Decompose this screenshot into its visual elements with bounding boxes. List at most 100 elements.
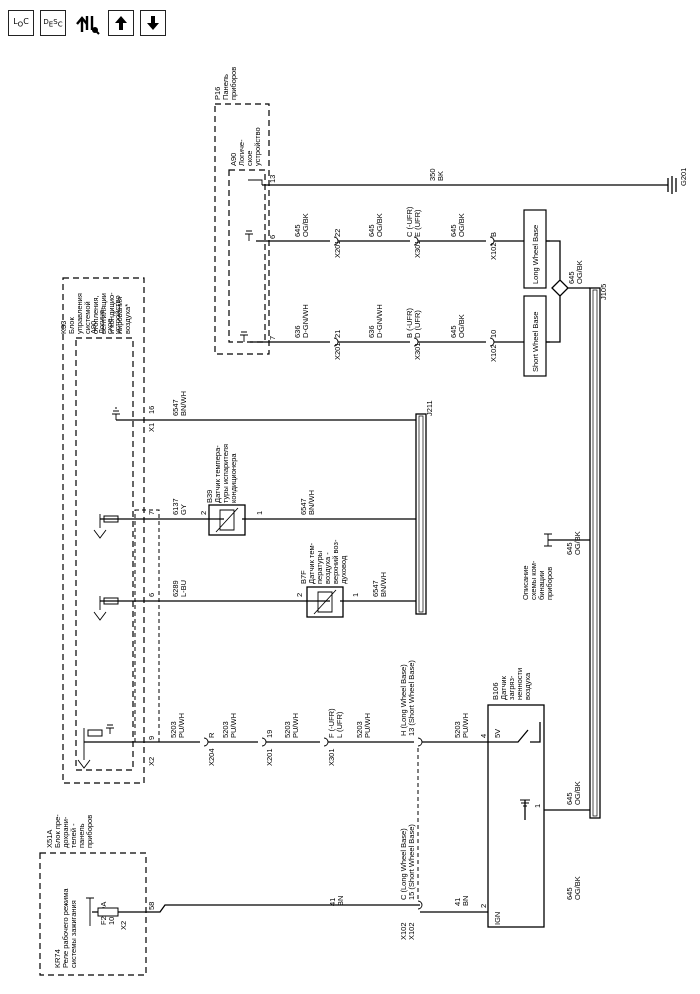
- svg-text:41: 41: [328, 898, 337, 906]
- wiring-connector-icon: [76, 16, 100, 35]
- svg-text:7: 7: [268, 336, 277, 340]
- svg-text:P16: P16: [213, 87, 222, 100]
- desc-button[interactable]: DESC: [40, 10, 66, 36]
- svg-text:PU/WH: PU/WH: [461, 713, 470, 738]
- svg-text:воздуха*: воздуха*: [123, 304, 132, 334]
- svg-text:X102: X102: [489, 344, 498, 362]
- svg-text:16: 16: [147, 406, 156, 414]
- svg-text:и кондицио-: и кондицио-: [107, 292, 116, 334]
- svg-text:дохрани-: дохрани-: [61, 816, 70, 848]
- svg-text:Панель: Панель: [221, 74, 230, 100]
- combo-label: Описание схемы ком- бинации приборов: [521, 560, 554, 600]
- svg-text:1: 1: [255, 511, 264, 515]
- svg-text:X102: X102: [399, 922, 408, 940]
- b39-sensor-box: [208, 504, 246, 536]
- svg-text:H (Long Wheel Base): H (Long Wheel Base): [399, 664, 408, 736]
- arrow-up-button[interactable]: [108, 10, 134, 36]
- loc-button[interactable]: LOC: [8, 10, 34, 36]
- svg-text:6137: 6137: [171, 498, 180, 515]
- svg-text:6289: 6289: [171, 580, 180, 597]
- svg-text:5203: 5203: [453, 721, 462, 738]
- svg-text:X301: X301: [327, 748, 336, 766]
- arrow-up-icon: [115, 16, 127, 30]
- svg-text:2: 2: [295, 593, 304, 597]
- svg-text:58: 58: [147, 902, 156, 910]
- svg-text:2: 2: [199, 511, 208, 515]
- svg-text:B7F: B7F: [299, 570, 308, 584]
- svg-text:22: 22: [333, 229, 342, 237]
- option-long-wheel-base: Long Wheel Base: [523, 209, 547, 289]
- wire-41-bn: [122, 904, 488, 913]
- svg-text:B106: B106: [491, 682, 500, 700]
- svg-text:L-BU: L-BU: [179, 580, 188, 597]
- loc-label: LOC: [13, 17, 29, 29]
- connector-symbols: [203, 236, 495, 910]
- svg-text:BN/WH: BN/WH: [179, 391, 188, 416]
- splice-j211: [415, 413, 427, 615]
- svg-text:BN: BN: [461, 896, 470, 906]
- svg-text:F (-UFR): F (-UFR): [327, 708, 336, 738]
- svg-text:X204: X204: [207, 748, 216, 766]
- x51a-fuse-block-box: [39, 852, 147, 976]
- svg-text:пературы: пературы: [315, 551, 324, 584]
- svg-text:645: 645: [449, 325, 458, 338]
- k33-pullup-6137: [93, 514, 119, 539]
- a90-k33-logic-box: [75, 337, 134, 771]
- svg-text:Логиче-: Логиче-: [97, 307, 106, 334]
- svg-text:схемы ком-: схемы ком-: [529, 560, 538, 600]
- x51a-label: X51A Блок пре- дохрани- телей - панель п…: [45, 814, 94, 848]
- wheel-base-diamond: [546, 240, 590, 343]
- svg-text:Блок пре-: Блок пре-: [53, 814, 62, 848]
- b7f-thermistor: [313, 589, 337, 615]
- svg-text:OG/BK: OG/BK: [575, 260, 584, 284]
- svg-text:6: 6: [147, 593, 156, 597]
- svg-text:J105: J105: [599, 284, 608, 300]
- svg-text:9: 9: [147, 736, 156, 740]
- svg-text:бинации: бинации: [537, 571, 546, 600]
- svg-text:X102: X102: [407, 922, 416, 940]
- svg-text:нирования: нирования: [115, 297, 124, 334]
- svg-text:BN/WH: BN/WH: [379, 572, 388, 597]
- svg-text:OG/BK: OG/BK: [573, 781, 582, 805]
- connector-button[interactable]: [72, 10, 102, 36]
- k33-inner-dashed: [134, 509, 160, 743]
- svg-text:телей -: телей -: [69, 823, 78, 848]
- svg-text:C (Long Wheel Base): C (Long Wheel Base): [399, 828, 408, 900]
- svg-text:кондиционера: кондиционера: [229, 453, 238, 503]
- svg-text:верхний воз-: верхний воз-: [331, 539, 340, 584]
- splice-j105: [589, 287, 601, 819]
- svg-text:L (UFR): L (UFR): [335, 711, 344, 738]
- svg-text:2: 2: [479, 904, 488, 908]
- svg-text:приборов: приборов: [229, 67, 238, 100]
- svg-text:Блок: Блок: [67, 317, 76, 334]
- svg-text:X51A: X51A: [45, 830, 54, 848]
- svg-text:Датчик тем-: Датчик тем-: [307, 542, 316, 584]
- svg-text:управления: управления: [75, 293, 84, 334]
- svg-text:5203: 5203: [355, 721, 364, 738]
- svg-text:ненности: ненности: [515, 668, 524, 700]
- arrow-down-button[interactable]: [140, 10, 166, 36]
- svg-text:A90: A90: [89, 321, 98, 334]
- svg-text:приборов: приборов: [545, 567, 554, 600]
- svg-text:духовод: духовод: [339, 555, 348, 584]
- svg-text:A90: A90: [229, 153, 238, 166]
- svg-text:21: 21: [333, 330, 342, 338]
- combo-arrow: [544, 533, 552, 547]
- b39-label: B39 Датчик темпера- туры испарителя конд…: [205, 444, 238, 503]
- svg-text:1: 1: [351, 593, 360, 597]
- svg-text:B (-UFR): B (-UFR): [405, 308, 414, 338]
- svg-text:636: 636: [367, 325, 376, 338]
- svg-text:OG/BK: OG/BK: [573, 876, 582, 900]
- k33-hvac-module-box: [62, 277, 145, 784]
- svg-text:J211: J211: [425, 400, 434, 416]
- svg-text:Датчик темпера-: Датчик темпера-: [213, 445, 222, 503]
- svg-text:загряз-: загряз-: [507, 675, 516, 700]
- svg-text:X102: X102: [489, 242, 498, 260]
- svg-text:D (UFR): D (UFR): [413, 310, 422, 338]
- svg-text:645: 645: [565, 542, 574, 555]
- svg-text:E (UFR): E (UFR): [413, 209, 422, 237]
- svg-text:IGN: IGN: [493, 912, 502, 925]
- svg-text:Long Wheel Base: Long Wheel Base: [531, 225, 540, 284]
- svg-text:10A: 10A: [107, 912, 116, 925]
- svg-text:X301: X301: [413, 240, 422, 258]
